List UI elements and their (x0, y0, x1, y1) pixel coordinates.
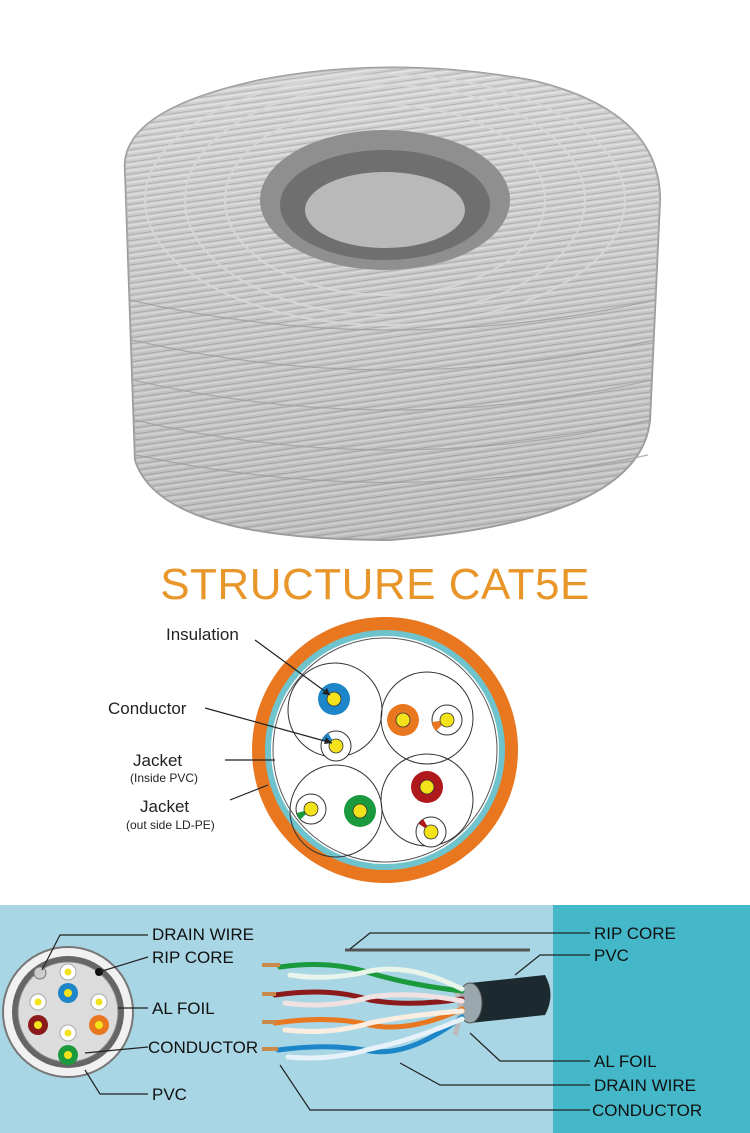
outer-jacket-note: (out side LD-PE) (126, 818, 215, 832)
cable-anatomy-panel: DRAIN WIRE RIP CORE AL FOIL CONDUCTOR PV… (0, 905, 750, 1133)
pair-orange (387, 704, 463, 736)
right-label-al-foil: AL FOIL (594, 1052, 657, 1071)
right-label-pvc: PVC (594, 946, 629, 965)
left-label-pvc: PVC (152, 1085, 187, 1104)
right-label-drain-wire: DRAIN WIRE (594, 1076, 696, 1095)
left-label-drain-wire: DRAIN WIRE (152, 925, 254, 944)
cat5e-structure-diagram: Insulation Conductor Jacket (Inside PVC)… (108, 617, 518, 883)
stripped-cable (262, 948, 551, 1061)
pair-blue (318, 683, 352, 762)
structure-title: STRUCTURE CAT5E (160, 560, 590, 609)
cable-coil-photo (123, 66, 662, 542)
right-label-conductor: CONDUCTOR (592, 1101, 702, 1120)
pair-brown (411, 771, 447, 848)
inner-jacket-note: (Inside PVC) (130, 771, 198, 785)
outer-jacket-label: Jacket (140, 797, 189, 816)
panel-right-background (553, 905, 750, 1133)
conductor-label: Conductor (108, 699, 187, 718)
pair-green (295, 793, 376, 827)
inner-jacket (265, 630, 505, 870)
left-label-al-foil: AL FOIL (152, 999, 215, 1018)
right-label-rip-core: RIP CORE (594, 924, 676, 943)
left-label-conductor: CONDUCTOR (148, 1038, 258, 1057)
insulation-label: Insulation (166, 625, 239, 644)
inner-jacket-label: Jacket (133, 751, 182, 770)
left-label-rip-core: RIP CORE (152, 948, 234, 967)
cable-cross-section (2, 946, 134, 1078)
